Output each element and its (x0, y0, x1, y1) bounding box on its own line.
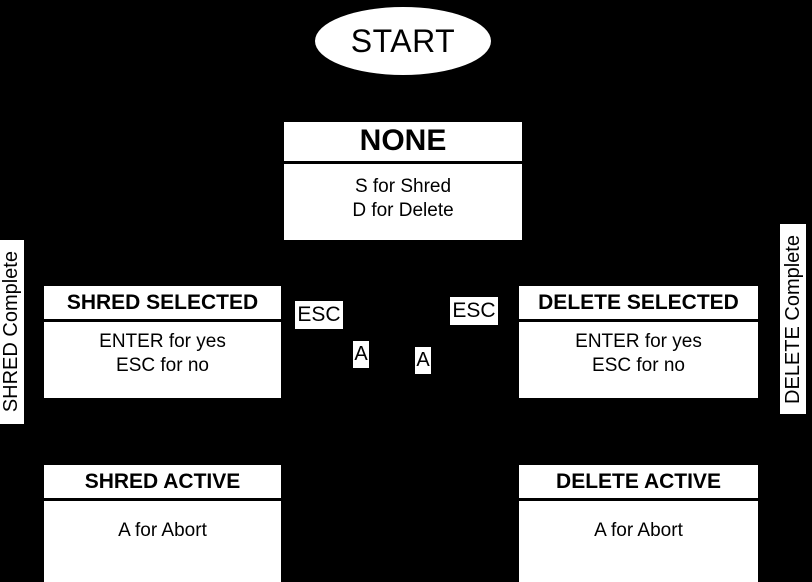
state-node-delete-selected: DELETE SELECTED ENTER for yes ESC for no (519, 286, 758, 398)
state-node-delete-active: DELETE ACTIVE A for Abort (519, 465, 758, 582)
state-body-shred-active: A for Abort (44, 501, 281, 582)
edge-label-abort-right: A (415, 347, 431, 374)
state-body-line: D for Delete (352, 199, 454, 221)
state-body-shred-selected: ENTER for yes ESC for no (44, 322, 281, 398)
edge-label-esc-right: ESC (450, 297, 498, 325)
start-node-label: START (350, 23, 456, 59)
state-node-shred-selected: SHRED SELECTED ENTER for yes ESC for no (44, 286, 281, 398)
edge-label-delete-complete: DELETE Complete (780, 224, 806, 414)
edge-label-shred-complete-text: SHRED Complete (0, 251, 22, 413)
state-title-none: NONE (284, 122, 522, 164)
state-body-line: A for Abort (118, 520, 207, 542)
state-body-line: ENTER for yes (99, 331, 226, 353)
edge-label-shred-complete: SHRED Complete (0, 240, 24, 424)
state-node-none: NONE S for Shred D for Delete (284, 122, 522, 240)
edge-label-abort-left: A (353, 341, 369, 368)
edge-label-delete-complete-text: DELETE Complete (782, 234, 804, 404)
state-body-line: ESC for no (116, 355, 209, 377)
state-body-line: S for Shred (354, 175, 452, 197)
state-body-delete-active: A for Abort (519, 501, 758, 582)
start-node: START (315, 7, 491, 75)
state-body-line: A for Abort (594, 520, 683, 542)
state-node-shred-active: SHRED ACTIVE A for Abort (44, 465, 281, 582)
state-title-shred-active: SHRED ACTIVE (44, 465, 281, 502)
edge-label-esc-left: ESC (295, 301, 343, 329)
state-body-line: ESC for no (592, 355, 685, 377)
state-body-delete-selected: ENTER for yes ESC for no (519, 322, 758, 398)
state-body-line: ENTER for yes (575, 331, 702, 353)
state-body-none: S for Shred D for Delete (284, 164, 522, 241)
state-title-delete-active: DELETE ACTIVE (519, 465, 758, 502)
state-title-shred-selected: SHRED SELECTED (44, 286, 281, 323)
state-title-delete-selected: DELETE SELECTED (519, 286, 758, 323)
